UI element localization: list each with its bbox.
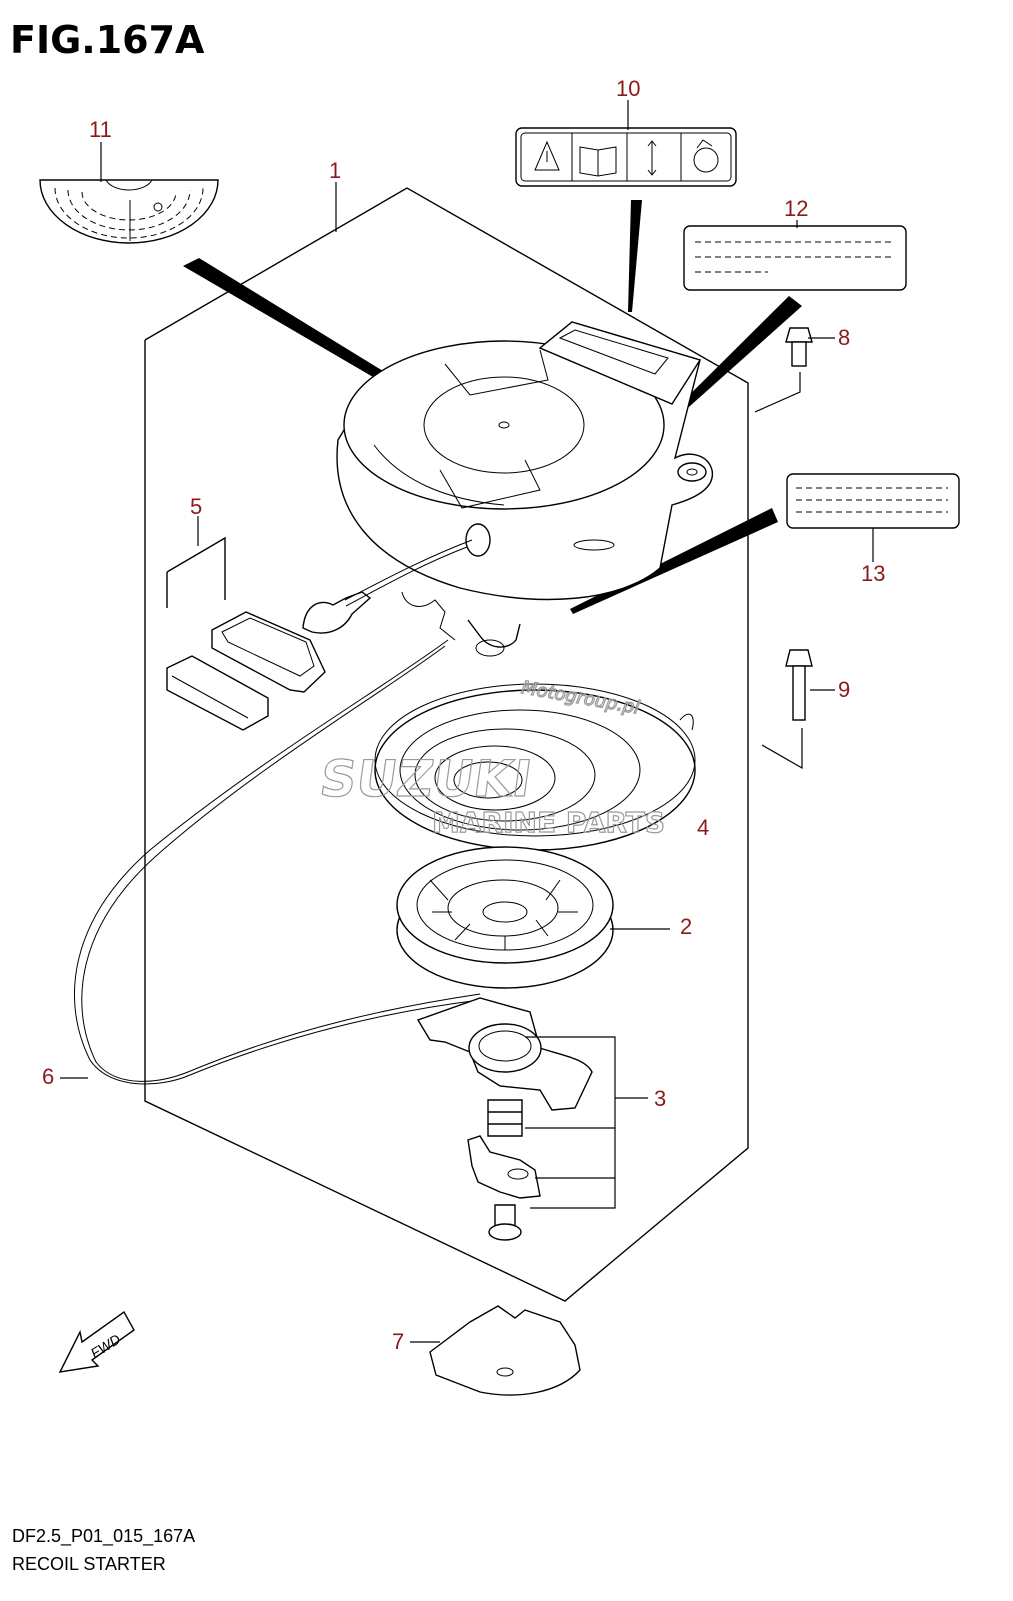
part-3-ratchet-set bbox=[416, 997, 648, 1241]
callout-8: 8 bbox=[838, 325, 850, 350]
watermark-text-1: SUZUKI bbox=[316, 749, 535, 808]
callout-4: 4 bbox=[697, 815, 709, 840]
watermark-text-2: MARINE PARTS bbox=[432, 806, 665, 839]
callout-1: 1 bbox=[329, 158, 341, 183]
part-11-decal bbox=[39, 179, 219, 244]
callout-5: 5 bbox=[190, 494, 202, 519]
part-6-rope bbox=[74, 539, 481, 1085]
part-5-handle bbox=[166, 536, 372, 731]
leader-lines bbox=[60, 100, 874, 1343]
part-8-bolt bbox=[785, 327, 813, 367]
callout-6: 6 bbox=[42, 1064, 54, 1089]
callouts: 11 1 10 12 8 5 13 9 4 2 6 3 7 bbox=[42, 76, 885, 1354]
callout-12: 12 bbox=[784, 196, 808, 221]
part-7-plate bbox=[429, 1305, 581, 1396]
part-2-reel bbox=[396, 846, 614, 989]
callout-13: 13 bbox=[861, 561, 885, 586]
assembly-outline bbox=[144, 187, 749, 1302]
figure-code: DF2.5_P01_015_167A bbox=[12, 1526, 196, 1546]
callout-10: 10 bbox=[616, 76, 640, 101]
callout-9: 9 bbox=[838, 677, 850, 702]
figure-name: RECOIL STARTER bbox=[12, 1554, 166, 1574]
part-10-warning-label bbox=[515, 127, 737, 187]
starter-case bbox=[336, 321, 713, 657]
callout-2: 2 bbox=[680, 914, 692, 939]
figure-title: FIG.167A bbox=[10, 18, 205, 62]
part-13-label bbox=[786, 473, 960, 529]
fwd-arrow-icon: FWD bbox=[58, 1310, 135, 1373]
callout-7: 7 bbox=[392, 1329, 404, 1354]
callout-3: 3 bbox=[654, 1086, 666, 1111]
callout-11: 11 bbox=[89, 117, 112, 142]
part-12-label bbox=[683, 225, 907, 291]
part-9-bolt bbox=[785, 649, 813, 721]
